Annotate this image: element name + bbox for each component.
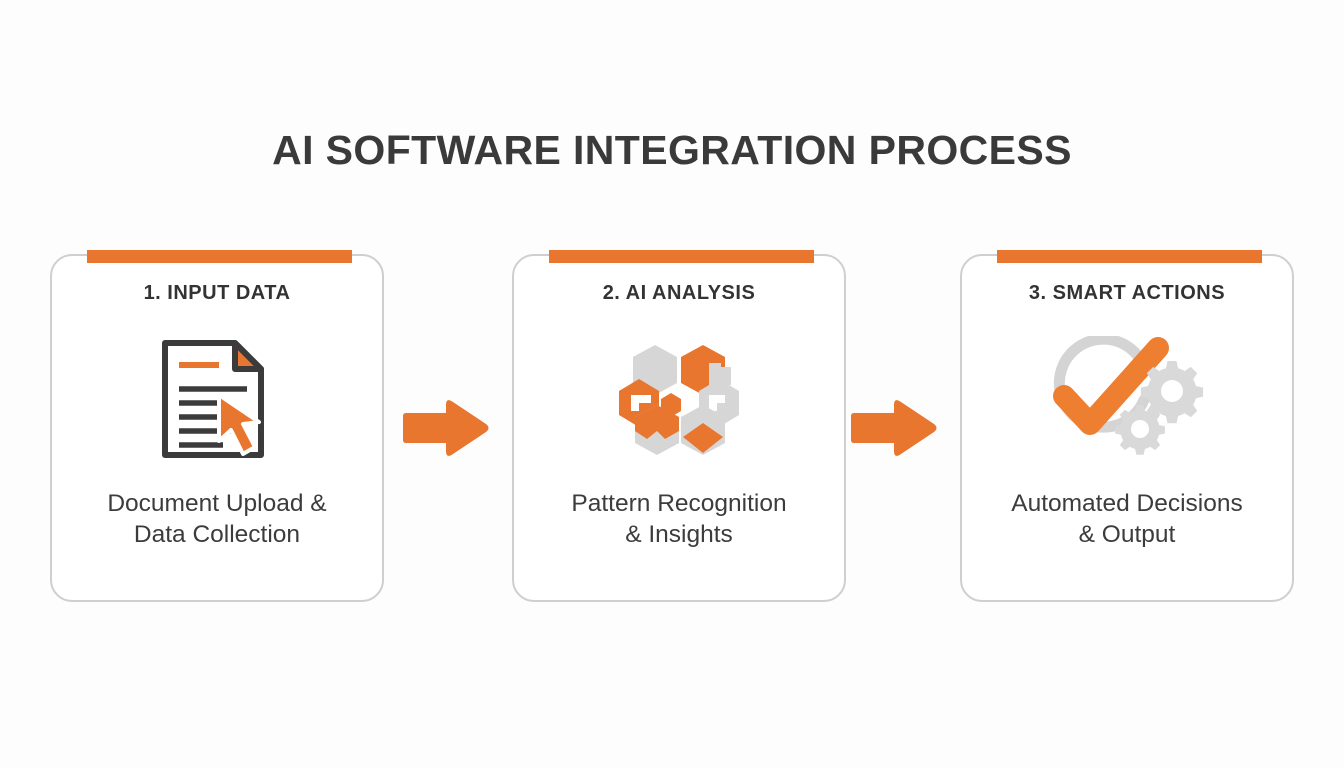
- document-cursor-icon: [52, 334, 382, 464]
- check-gears-icon: [962, 334, 1292, 464]
- card-accent-bar: [549, 250, 814, 263]
- card-accent-bar: [87, 250, 352, 263]
- step-card-ai-analysis[interactable]: 2. AI ANALYSIS: [512, 250, 846, 602]
- step-description: Automated Decisions & Output: [1011, 490, 1243, 548]
- step-description: Document Upload & Data Collection: [107, 490, 327, 548]
- card-accent-bar: [997, 250, 1262, 263]
- step-description: Pattern Recognition & Insights: [571, 490, 787, 548]
- step-title: 3. SMART ACTIONS: [1028, 282, 1226, 304]
- hexagon-network-icon: [514, 334, 844, 464]
- process-flow-diagram: 1. INPUT DATA Document Upload & Data Col…: [50, 250, 1294, 608]
- step-card-input-data[interactable]: 1. INPUT DATA Document Upload & Data Col…: [50, 250, 384, 602]
- step-card-smart-actions[interactable]: 3. SMART ACTIONS Automated Decisions &: [960, 250, 1294, 602]
- page-title: AI SOFTWARE INTEGRATION PROCESS: [272, 127, 1072, 173]
- step-title: 1. INPUT DATA: [143, 282, 291, 304]
- arrow-right-icon: [398, 395, 492, 461]
- step-title: 2. AI ANALYSIS: [602, 282, 756, 304]
- arrow-right-icon: [846, 395, 940, 461]
